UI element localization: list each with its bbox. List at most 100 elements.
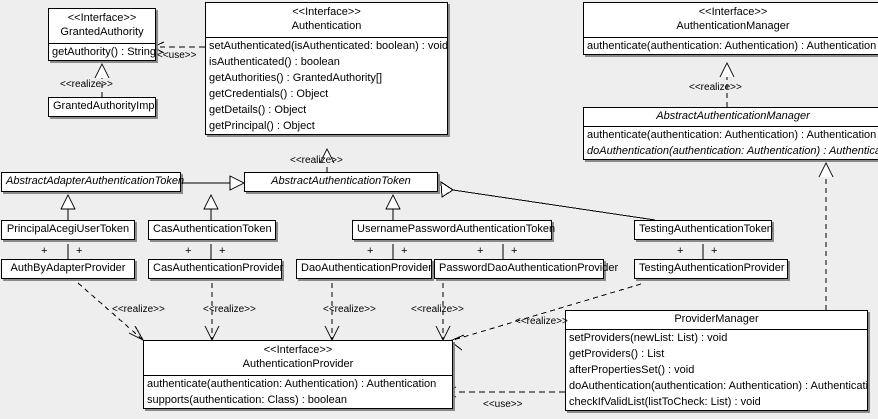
class-name: AuthByAdapterProvider	[10, 262, 126, 274]
edge-label-realize-provider-manager: <<realize>>	[515, 316, 568, 327]
member-item: supports(authentication: Class) : boolea…	[147, 394, 347, 406]
class-authentication-manager[interactable]: <<Interface>> AuthenticationManager auth…	[583, 2, 878, 55]
class-header: ProviderManager	[566, 311, 867, 329]
member-item: authenticate(authentication: Authenticat…	[587, 40, 877, 52]
member-item: getPrincipal() : Object	[209, 120, 315, 132]
class-name: Authentication	[291, 20, 362, 32]
class-provider-manager[interactable]: ProviderManager setProviders(newList: Li…	[565, 310, 868, 411]
class-abstract-adapter-authentication-token[interactable]: AbstractAdapterAuthenticationToken	[1, 172, 185, 192]
edge-label-realize-granted-authority: <<realize>>	[60, 79, 113, 90]
stereotype-label: <<Interface>>	[263, 344, 333, 356]
class-cas-authentication-provider[interactable]: CasAuthenticationProvider	[148, 259, 284, 279]
class-name: AbstractAuthenticationToken	[271, 175, 411, 187]
class-name: CasAuthenticationToken	[153, 223, 272, 235]
member-item: getDetails() : Object	[209, 104, 307, 116]
multiplicity-marker: +	[401, 245, 408, 257]
member-item: getAuthority() : String	[52, 46, 155, 58]
member-item: isAuthenticated() : boolean	[209, 56, 340, 68]
class-auth-by-adapter-provider[interactable]: AuthByAdapterProvider	[1, 259, 135, 279]
multiplicity-marker: +	[185, 245, 192, 257]
class-name: PasswordDaoAuthenticationProvider	[439, 262, 619, 274]
multiplicity-marker: +	[76, 245, 83, 257]
class-header: <<Interface>> GrantedAuthority	[49, 9, 155, 43]
class-authentication-provider[interactable]: <<Interface>> AuthenticationProvider aut…	[143, 340, 453, 409]
class-header: AbstractAuthenticationManager	[584, 108, 878, 126]
member-list: authenticate(authentication: Authenticat…	[144, 375, 452, 408]
class-header: GrantedAuthorityImpl	[49, 98, 157, 116]
edge-label-use-provider-manager: <<use>>	[483, 399, 523, 410]
class-header: AuthByAdapterProvider	[2, 260, 134, 278]
class-header: AbstractAdapterAuthenticationToken	[2, 173, 185, 191]
class-header: <<Interface>> Authentication	[206, 3, 447, 37]
class-header: TestingAuthenticationToken	[635, 221, 773, 239]
member-item: doAuthentication(authentication: Authent…	[569, 380, 867, 392]
member-item: afterPropertiesSet() : void	[569, 364, 695, 376]
class-name: AbstractAdapterAuthenticationToken	[6, 175, 185, 187]
class-name: TestingAuthenticationProvider	[639, 262, 785, 274]
class-testing-authentication-token[interactable]: TestingAuthenticationToken	[634, 220, 773, 240]
member-item: setProviders(newList: List) : void	[569, 332, 728, 344]
class-header: PrincipalAcegiUserToken	[2, 221, 134, 239]
class-name: DaoAuthenticationProvider	[301, 262, 432, 274]
multiplicity-marker: +	[677, 245, 684, 257]
member-item: getAuthorities() : GrantedAuthority[]	[209, 72, 383, 84]
class-abstract-authentication-token[interactable]: AbstractAuthenticationToken	[244, 172, 438, 192]
class-username-password-authentication-token[interactable]: UsernamePasswordAuthenticationToken	[352, 220, 556, 240]
class-dao-authentication-provider[interactable]: DaoAuthenticationProvider	[296, 259, 432, 279]
member-list: authenticate(authentication: Authenticat…	[584, 126, 878, 159]
member-item: doAuthentication(authentication: Authent…	[587, 145, 878, 157]
class-principal-acegi-user-token[interactable]: PrincipalAcegiUserToken	[1, 220, 135, 240]
class-header: UsernamePasswordAuthenticationToken	[353, 221, 556, 239]
edge-label-use-granted-authority: <<use>>	[157, 50, 197, 61]
class-header: PasswordDaoAuthenticationProvider	[435, 260, 619, 278]
member-item: checkIfValidList(listToCheck: List) : vo…	[569, 396, 761, 408]
edge-label-realize-auth-by-adapter-provider: <<realize>>	[112, 304, 165, 315]
edge-label-realize-authentication: <<realize>>	[290, 155, 343, 166]
class-name: AuthenticationManager	[676, 20, 790, 32]
multiplicity-marker: +	[511, 245, 518, 257]
member-list: setProviders(newList: List) : void getPr…	[566, 329, 867, 410]
class-testing-authentication-provider[interactable]: TestingAuthenticationProvider	[634, 259, 788, 279]
class-name: TestingAuthenticationToken	[639, 223, 773, 235]
class-password-dao-authentication-provider[interactable]: PasswordDaoAuthenticationProvider	[434, 259, 619, 279]
class-authentication[interactable]: <<Interface>> Authentication setAuthenti…	[205, 2, 448, 135]
stereotype-label: <<Interface>>	[67, 12, 137, 24]
class-name: AbstractAuthenticationManager	[656, 110, 810, 122]
member-item: getCredentials() : Object	[209, 88, 329, 100]
member-list: setAuthenticated(isAuthenticated: boolea…	[206, 37, 447, 134]
class-abstract-authentication-manager[interactable]: AbstractAuthenticationManager authentica…	[583, 107, 878, 160]
edge-label-realize-cas-provider: <<realize>>	[203, 304, 256, 315]
class-name: CasAuthenticationProvider	[153, 262, 284, 274]
class-name: PrincipalAcegiUserToken	[6, 223, 130, 235]
multiplicity-marker: +	[41, 245, 48, 257]
class-name: GrantedAuthorityImpl	[53, 100, 157, 112]
member-item: setAuthenticated(isAuthenticated: boolea…	[209, 40, 447, 52]
class-header: TestingAuthenticationProvider	[635, 260, 787, 278]
class-header: CasAuthenticationProvider	[149, 260, 284, 278]
edge-label-realize-dao-provider: <<realize>>	[323, 304, 376, 315]
class-header: CasAuthenticationToken	[149, 221, 275, 239]
member-item: authenticate(authentication: Authenticat…	[147, 378, 437, 390]
class-cas-authentication-token[interactable]: CasAuthenticationToken	[148, 220, 276, 240]
multiplicity-marker: +	[219, 245, 226, 257]
edge-label-realize-authentication-manager: <<realize>>	[689, 82, 742, 93]
multiplicity-marker: +	[477, 245, 484, 257]
class-header: <<Interface>> AuthenticationProvider	[144, 341, 452, 375]
class-header: AbstractAuthenticationToken	[245, 173, 437, 191]
class-name: AuthenticationProvider	[242, 358, 354, 370]
class-granted-authority-impl[interactable]: GrantedAuthorityImpl	[48, 97, 157, 117]
class-name: GrantedAuthority	[60, 26, 144, 38]
stereotype-label: <<Interface>>	[292, 6, 361, 18]
multiplicity-marker: +	[711, 245, 718, 257]
member-list: getAuthority() : String	[49, 43, 155, 60]
class-name: ProviderManager	[674, 313, 759, 325]
member-list: authenticate(authentication: Authenticat…	[584, 37, 878, 54]
member-item: getProviders() : List	[569, 348, 665, 360]
member-item: authenticate(authentication: Authenticat…	[587, 129, 877, 141]
class-name: UsernamePasswordAuthenticationToken	[357, 223, 556, 235]
multiplicity-marker: +	[367, 245, 374, 257]
stereotype-label: <<Interface>>	[698, 6, 768, 18]
class-granted-authority[interactable]: <<Interface>> GrantedAuthority getAuthor…	[48, 8, 156, 61]
class-header: <<Interface>> AuthenticationManager	[584, 3, 878, 37]
